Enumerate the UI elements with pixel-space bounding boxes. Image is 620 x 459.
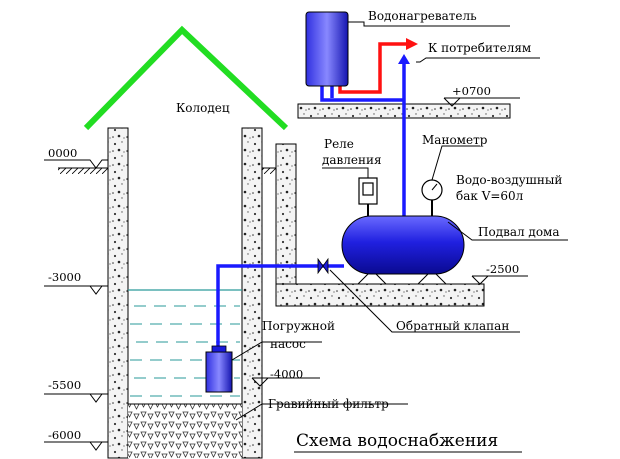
well-shaft [107, 127, 263, 459]
level-well-bottom: -6000 [48, 428, 81, 442]
basement-wall [275, 143, 297, 307]
leader-lines [231, 21, 568, 421]
manometer-gauge [421, 179, 443, 216]
label-water-heater: Водонагреватель [368, 9, 477, 23]
label-pressure-relay-1: Реле [324, 137, 354, 151]
hot-water-pipe [338, 42, 408, 94]
suction-pipe [216, 264, 344, 352]
label-pressure-relay-2: давления [322, 153, 382, 167]
label-manometer: Манометр [422, 133, 488, 147]
well-wall-left [107, 127, 129, 459]
level-basement-floor: -2500 [486, 262, 519, 276]
hot-arrow [406, 38, 418, 50]
level-heater-shelf: +0700 [452, 84, 491, 98]
check-valve [317, 257, 329, 275]
ground-surface [58, 167, 276, 174]
label-basement: Подвал дома [478, 225, 560, 239]
supply-arrow [398, 54, 410, 64]
label-check-valve: Обратный клапан [396, 319, 509, 333]
label-pump-2: насос [270, 337, 306, 351]
gravel-filter [128, 404, 242, 458]
pressure-tank [341, 215, 465, 285]
label-tank-1: Водо-воздушный [456, 173, 562, 187]
label-gravel-filter: Гравийный фильтр [268, 397, 389, 411]
well-wall-right [241, 127, 263, 459]
level-water: -3000 [48, 270, 81, 284]
level-ground: 0000 [48, 146, 77, 160]
cold-water-pipes [216, 60, 406, 352]
submersible-pump [205, 351, 233, 393]
label-to-consumers: К потребителям [428, 41, 531, 55]
water-heater [305, 11, 349, 87]
level-filter-top: -5500 [48, 378, 81, 392]
label-pump-1: Погружной [262, 319, 335, 333]
diagram-title: Схема водоснабжения [296, 431, 498, 451]
level-markers [44, 97, 528, 451]
level-pump-depth: -4000 [270, 367, 303, 381]
label-well: Колодец [176, 101, 230, 115]
basement-floor [275, 283, 485, 307]
pressure-relay [358, 177, 378, 216]
label-tank-2: бак V=60л [456, 189, 524, 203]
well-roof [83, 25, 289, 131]
